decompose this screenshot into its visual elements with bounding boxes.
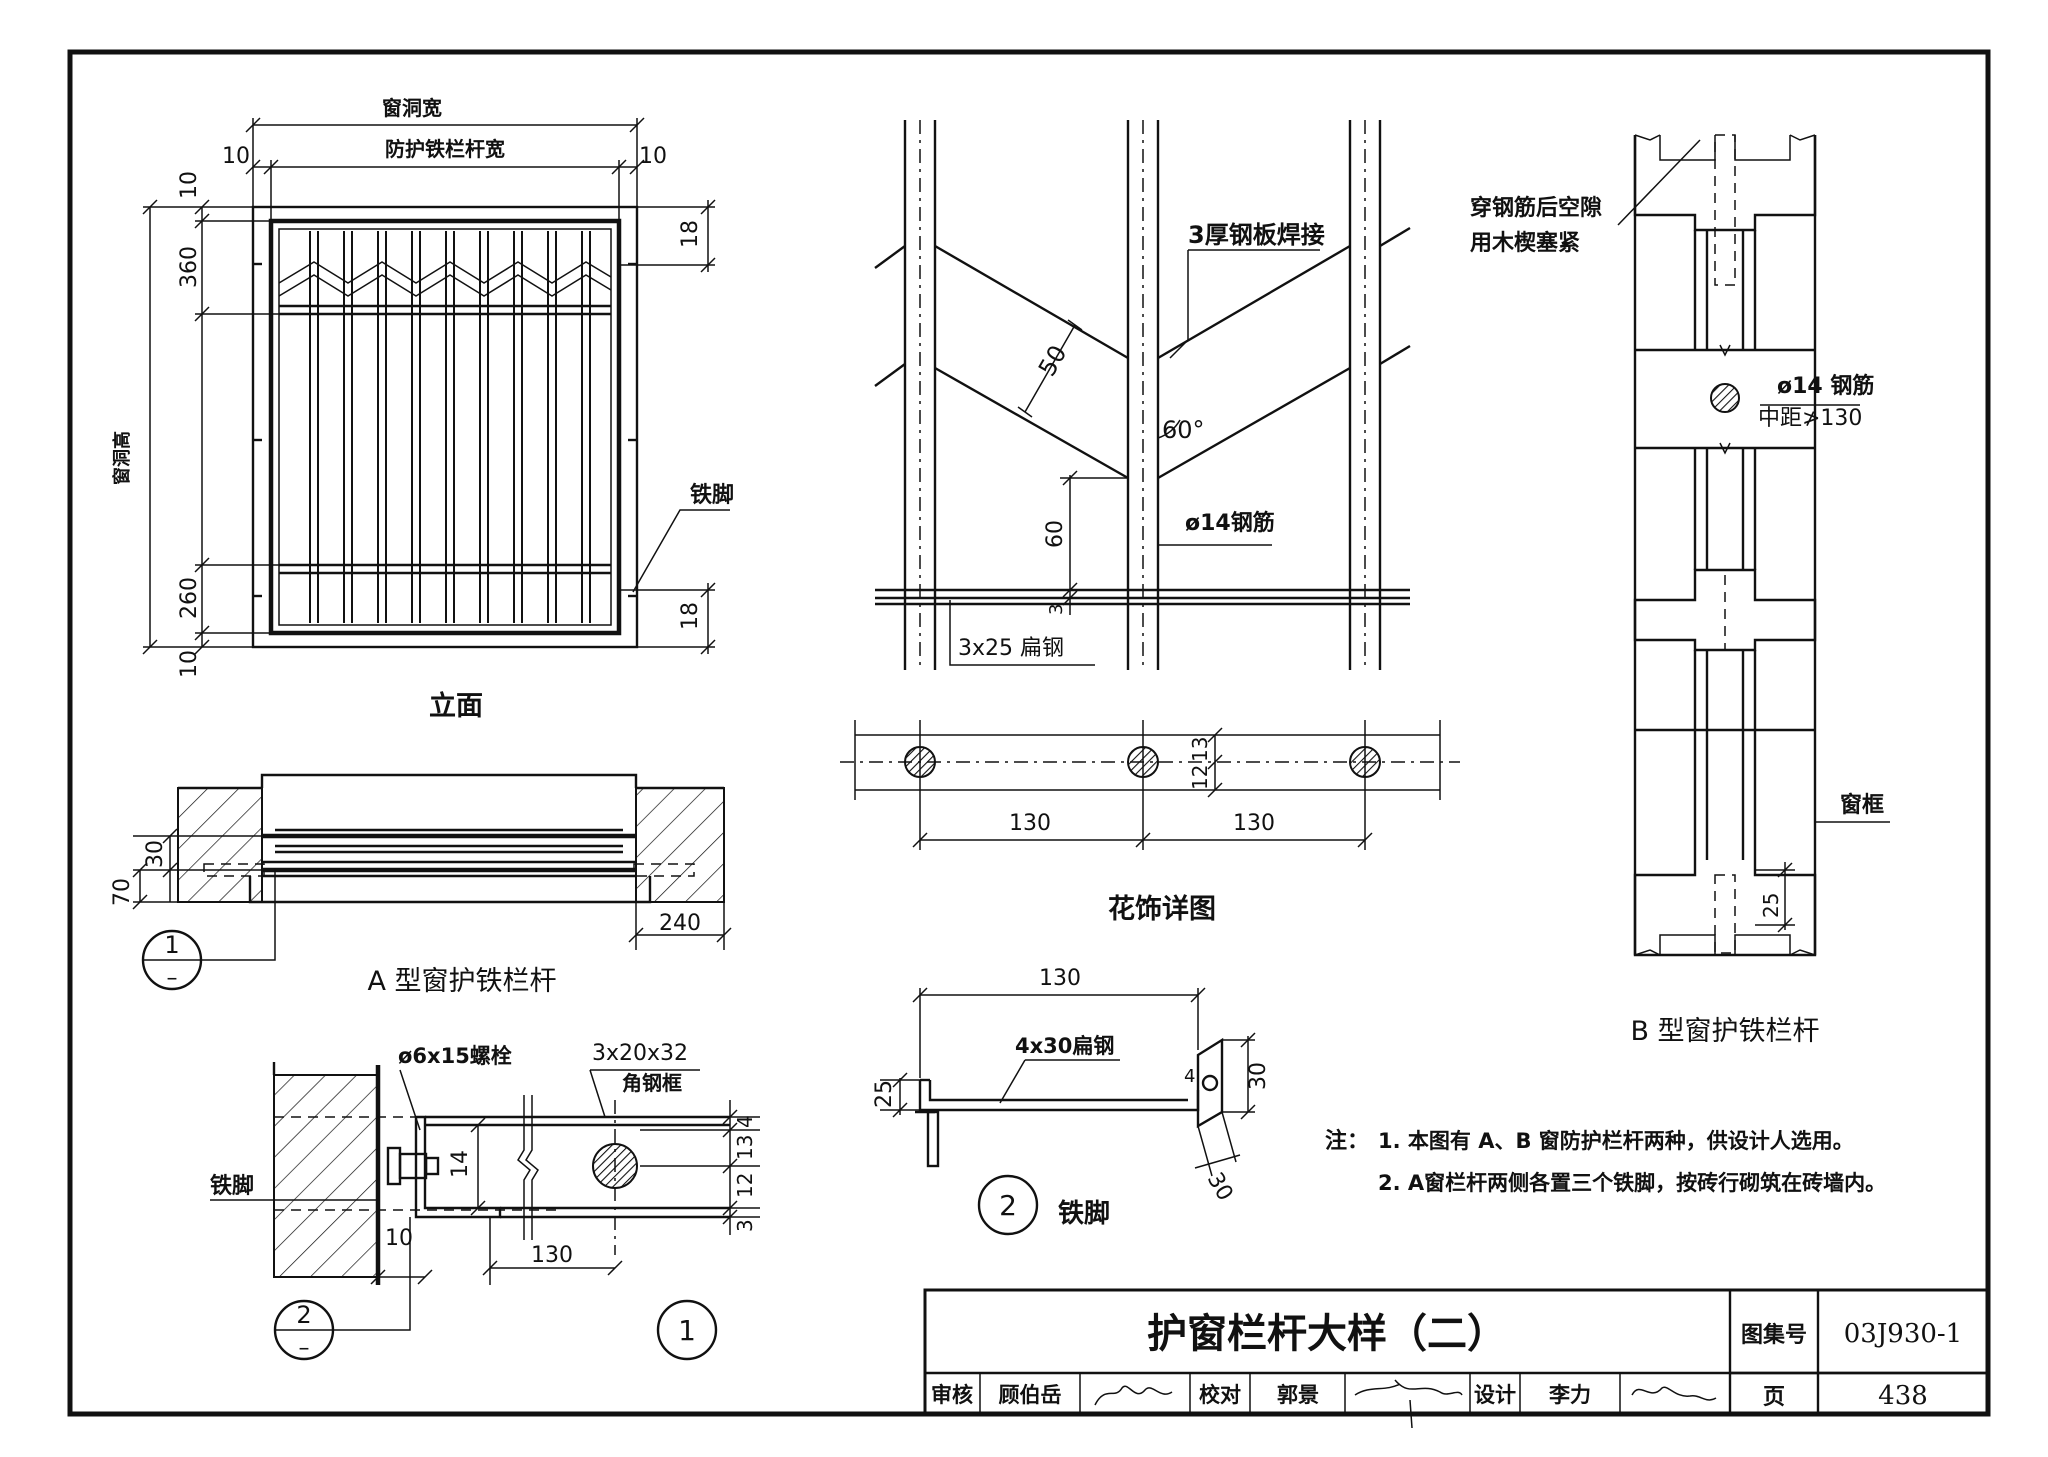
- plan-a-dim-240: 240: [659, 911, 701, 936]
- detail-2-dim-25: 25: [872, 1080, 897, 1108]
- dim-360: 360: [177, 246, 202, 288]
- detail-1-callout-sheet: –: [299, 1336, 310, 1361]
- type-b-rebar-label: ø14 钢筋: [1777, 373, 1874, 399]
- page-label: 页: [1763, 1385, 1785, 1410]
- detail-2-dim-130: 130: [1039, 966, 1081, 991]
- detail-1-dim-130: 130: [531, 1243, 573, 1268]
- reviewer-name: 顾伯岳: [999, 1383, 1062, 1407]
- bolt-label: ø6x15螺栓: [398, 1044, 512, 1068]
- type-b-view: [1617, 134, 1890, 957]
- note-1: 1. 本图有 A、B 窗防护栏杆两种，供设计人选用。: [1378, 1129, 1854, 1153]
- detail-1-dim-13: 13: [733, 1135, 757, 1160]
- type-b-frame-label: 窗框: [1840, 792, 1884, 818]
- detail-2-dim-30-diagonal: 30: [1202, 1169, 1238, 1206]
- note-2: 2. A窗栏杆两侧各置三个铁脚，按砖行砌筑在砖墙内。: [1378, 1171, 1886, 1195]
- plan-a-view: [132, 773, 732, 991]
- elevation-iron-foot-label: 铁脚: [690, 482, 734, 508]
- angle-frame-label: 角钢框: [622, 1071, 682, 1095]
- detail-2-number: 2: [999, 1189, 1017, 1222]
- detail-1-dim-3: 3: [733, 1219, 757, 1232]
- dim-bottom-18: 18: [678, 602, 703, 630]
- ornament-rebar-label: ø14钢筋: [1185, 510, 1275, 536]
- plan-a-caption: A 型窗护铁栏杆: [367, 966, 556, 997]
- elevation-view: [142, 117, 730, 655]
- detail-2-view: [880, 987, 1256, 1236]
- plan-a-dim-30: 30: [143, 840, 168, 868]
- opening-height-label: 窗洞高: [111, 431, 133, 485]
- ornament-dim-130-left: 130: [1009, 811, 1051, 836]
- detail-1-callout-number: 2: [296, 1301, 311, 1329]
- ornament-angle: 60°: [1162, 416, 1205, 444]
- opening-width-label: 窗洞宽: [382, 96, 442, 120]
- angle-size-label: 3x20x32: [592, 1041, 688, 1066]
- title-block: [923, 1288, 1990, 1429]
- detail-1-iron-foot-label: 铁脚: [210, 1173, 254, 1199]
- ornament-caption: 花饰详图: [1108, 893, 1216, 925]
- detail-2-dim-30-vertical: 30: [1246, 1062, 1271, 1090]
- dim-right-10: 10: [639, 144, 667, 169]
- vertical-bars: [309, 231, 591, 623]
- ornament-dim-60: 60: [1043, 520, 1068, 548]
- review-label: 审核: [931, 1383, 973, 1407]
- page-number: 438: [1878, 1381, 1928, 1411]
- ornament-dim-130-right: 130: [1233, 811, 1275, 836]
- dim-bottom-10: 10: [177, 650, 202, 678]
- detail-2-dim-4: 4: [1184, 1066, 1195, 1087]
- dim-left-10: 10: [222, 144, 250, 169]
- ornament-dim-13: 13: [1188, 737, 1212, 762]
- guard-width-label: 防护铁栏杆宽: [385, 137, 505, 161]
- dim-top-18: 18: [678, 220, 703, 248]
- elevation-caption: 立面: [429, 690, 483, 722]
- detail-1-number: 1: [678, 1314, 696, 1347]
- plan-a-callout-number: 1: [164, 931, 179, 959]
- plan-a-callout-sheet: –: [167, 966, 178, 991]
- atlas-number-label: 图集号: [1741, 1322, 1807, 1348]
- detail-1-view: [210, 1062, 760, 1361]
- type-b-spacing-label: 中距≯130: [1758, 406, 1862, 431]
- atlas-number: 03J930-1: [1844, 1319, 1962, 1349]
- detail-2-caption: 铁脚: [1058, 1198, 1110, 1229]
- type-b-note-line-2: 用木楔塞紧: [1470, 230, 1580, 256]
- type-b-caption: B 型窗护铁栏杆: [1630, 1016, 1819, 1047]
- detail-1-dim-14: 14: [448, 1150, 473, 1178]
- ornament-dim-50: 50: [1033, 341, 1073, 381]
- dim-top-10: 10: [177, 171, 202, 199]
- designer-name: 李力: [1548, 1383, 1591, 1407]
- type-b-note-line-1: 穿钢筋后空隙: [1470, 195, 1602, 221]
- detail-2-flat-bar-label: 4x30扁钢: [1015, 1034, 1114, 1058]
- detail-1-dim-4: 4: [733, 1115, 757, 1128]
- type-b-dim-25: 25: [1759, 893, 1783, 918]
- drawing-title: 护窗栏杆大样（二）: [1147, 1310, 1507, 1357]
- ornament-dim-3: 3: [1046, 604, 1067, 615]
- ornament-detail-view: [840, 120, 1460, 850]
- checker-name: 郭景: [1277, 1383, 1319, 1407]
- detail-1-dim-10: 10: [385, 1226, 413, 1251]
- detail-1-dim-12: 12: [733, 1173, 757, 1198]
- ornament-dim-12: 12: [1188, 765, 1212, 790]
- dim-260: 260: [177, 577, 202, 619]
- notes-prefix: 注：: [1325, 1128, 1369, 1154]
- check-label: 校对: [1199, 1383, 1241, 1407]
- plan-a-dim-70: 70: [110, 878, 135, 906]
- weld-plate-label: 3厚钢板焊接: [1188, 221, 1325, 249]
- flat-bar-label: 3x25 扁钢: [958, 636, 1064, 661]
- design-label: 设计: [1474, 1383, 1516, 1407]
